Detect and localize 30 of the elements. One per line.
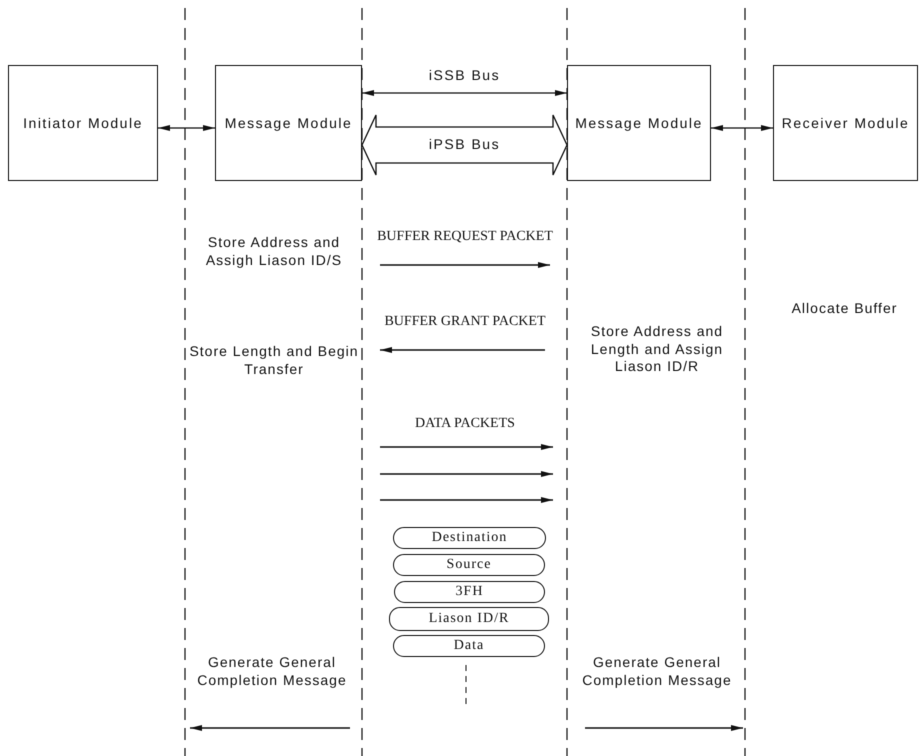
node-text: Source	[446, 556, 492, 574]
packet-field-box	[393, 527, 546, 549]
node-text: Message Module	[575, 114, 703, 132]
step-note: Store Address and Assigh Liason ID/S	[204, 234, 344, 269]
node-text: Receiver Module	[782, 114, 910, 132]
packet-label: BUFFER GRANT PACKET	[383, 313, 547, 330]
node-text: Liason ID/R	[428, 610, 510, 628]
step-note: Store Length and Begin Transfer	[188, 343, 360, 378]
node-text: Initiator Module	[23, 114, 143, 132]
module-box	[773, 65, 918, 181]
packet-label: DATA PACKETS	[414, 415, 516, 432]
double-arrow	[362, 90, 567, 96]
step-note: Store Address and Length and Assign Liason ID/R	[590, 323, 724, 376]
node-text: 3FH	[456, 582, 484, 601]
packet-label: BUFFER REQUEST PACKET	[376, 228, 554, 246]
module-box	[567, 65, 711, 181]
step-note: Generate General Completion Message	[196, 654, 348, 689]
packet-field-box	[389, 607, 549, 631]
packet-field-box	[394, 581, 545, 603]
step-note: Allocate Buffer	[790, 300, 898, 318]
module-box	[8, 65, 158, 181]
double-arrow	[711, 125, 773, 131]
node-text: Destination	[432, 528, 508, 547]
packet-field-box	[393, 554, 545, 576]
packet-field-box	[393, 635, 545, 657]
node-text: Data	[454, 636, 484, 655]
step-note: Generate General Completion Message	[581, 654, 733, 689]
module-box	[215, 65, 362, 181]
node-text: Message Module	[224, 114, 352, 132]
double-arrow	[158, 125, 215, 131]
